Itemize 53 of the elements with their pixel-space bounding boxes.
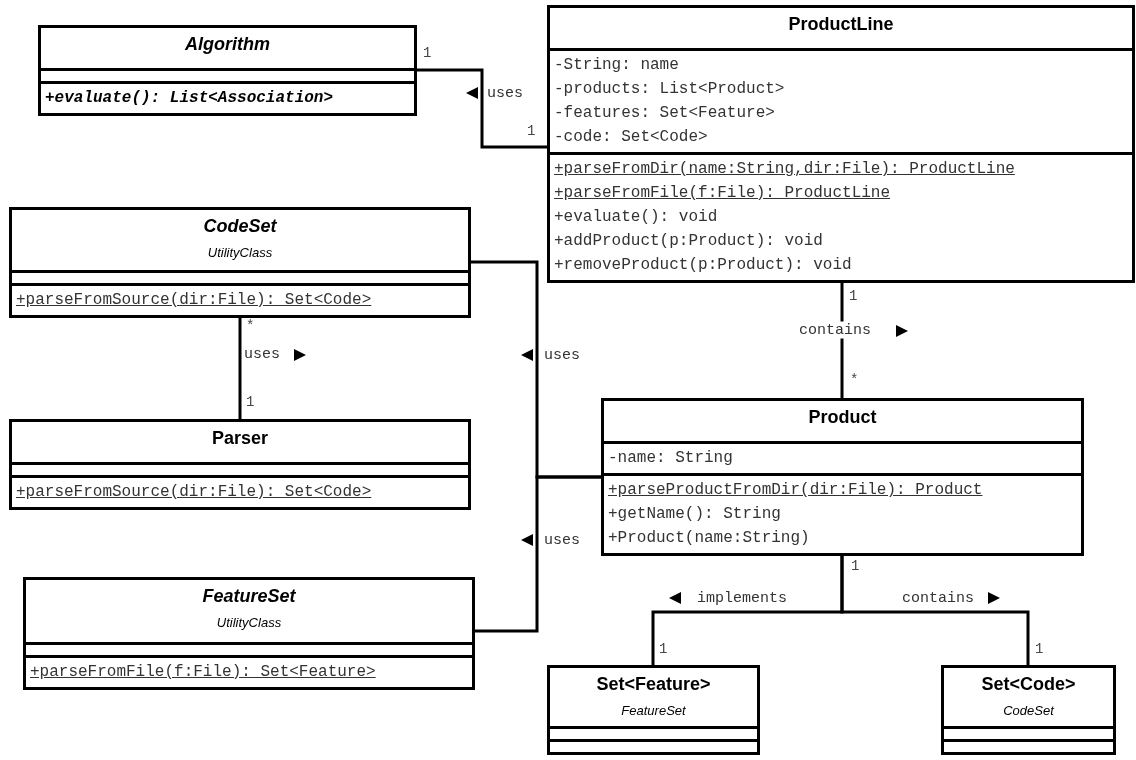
class-name: Algorithm bbox=[185, 34, 270, 55]
class-name: FeatureSet bbox=[202, 586, 296, 607]
class-box bbox=[601, 398, 1084, 556]
method-text: +Product(name:String) bbox=[608, 528, 810, 549]
multiplicity-label: 1 bbox=[423, 45, 432, 61]
association-line bbox=[238, 318, 242, 419]
class-name: ProductLine bbox=[788, 14, 894, 35]
class-name: Set<Code> bbox=[981, 674, 1076, 695]
class-name: Product bbox=[808, 407, 877, 428]
multiplicity-label: 1 bbox=[851, 558, 860, 574]
attribute-text: -String: name bbox=[554, 55, 679, 76]
association-line bbox=[840, 283, 844, 398]
multiplicity-label: 1 bbox=[849, 288, 858, 304]
attribute-text: -name: String bbox=[608, 448, 733, 469]
method-text: +parseFromFile(f:File): ProductLine bbox=[554, 183, 891, 204]
method-text: +addProduct(p:Product): void bbox=[554, 231, 823, 252]
stereotype-label: UtilityClass bbox=[216, 615, 282, 630]
multiplicity-label: 1 bbox=[246, 394, 255, 410]
class-name: Parser bbox=[211, 428, 269, 449]
class-name: Set<Feature> bbox=[596, 674, 711, 695]
multiplicity-label: * bbox=[246, 318, 255, 334]
class-box bbox=[547, 665, 760, 755]
stereotype-label: FeatureSet bbox=[621, 703, 686, 718]
method-text: +evaluate(): void bbox=[554, 207, 718, 228]
method-text: +parseFromFile(f:File): Set<Feature> bbox=[30, 662, 376, 683]
method-text: +parseFromSource(dir:File): Set<Code> bbox=[16, 482, 372, 503]
class-box bbox=[38, 25, 417, 116]
stereotype-label: CodeSet bbox=[1003, 703, 1054, 718]
class-box bbox=[547, 5, 1135, 283]
stereotype-label: UtilityClass bbox=[207, 245, 273, 260]
attribute-text: -code: Set<Code> bbox=[554, 127, 708, 148]
edge-label: implements bbox=[696, 589, 788, 607]
multiplicity-label: 1 bbox=[659, 641, 668, 657]
attribute-text: -products: List<Product> bbox=[554, 79, 785, 100]
association-line bbox=[475, 475, 601, 633]
multiplicity-label: 1 bbox=[1035, 641, 1044, 657]
method-text: +parseFromDir(name:String,dir:File): ProductLine bbox=[554, 159, 1015, 180]
class-box bbox=[941, 665, 1116, 755]
multiplicity-label: 1 bbox=[527, 123, 536, 139]
class-box bbox=[9, 419, 471, 510]
class-box bbox=[9, 207, 471, 318]
association-line bbox=[417, 68, 547, 149]
edge-label: contains bbox=[798, 321, 872, 339]
method-text: +getName(): String bbox=[608, 504, 781, 525]
method-text: +parseFromSource(dir:File): Set<Code> bbox=[16, 290, 372, 311]
method-text: +removeProduct(p:Product): void bbox=[554, 255, 852, 276]
attribute-text: -features: Set<Feature> bbox=[554, 103, 775, 124]
method-text: +parseProductFromDir(dir:File): Product bbox=[608, 480, 983, 501]
method-text: +evaluate(): List<Association> bbox=[45, 88, 334, 109]
class-name: CodeSet bbox=[203, 216, 277, 237]
class-box bbox=[23, 577, 475, 690]
multiplicity-label: * bbox=[850, 372, 859, 388]
association-line bbox=[840, 556, 1030, 665]
